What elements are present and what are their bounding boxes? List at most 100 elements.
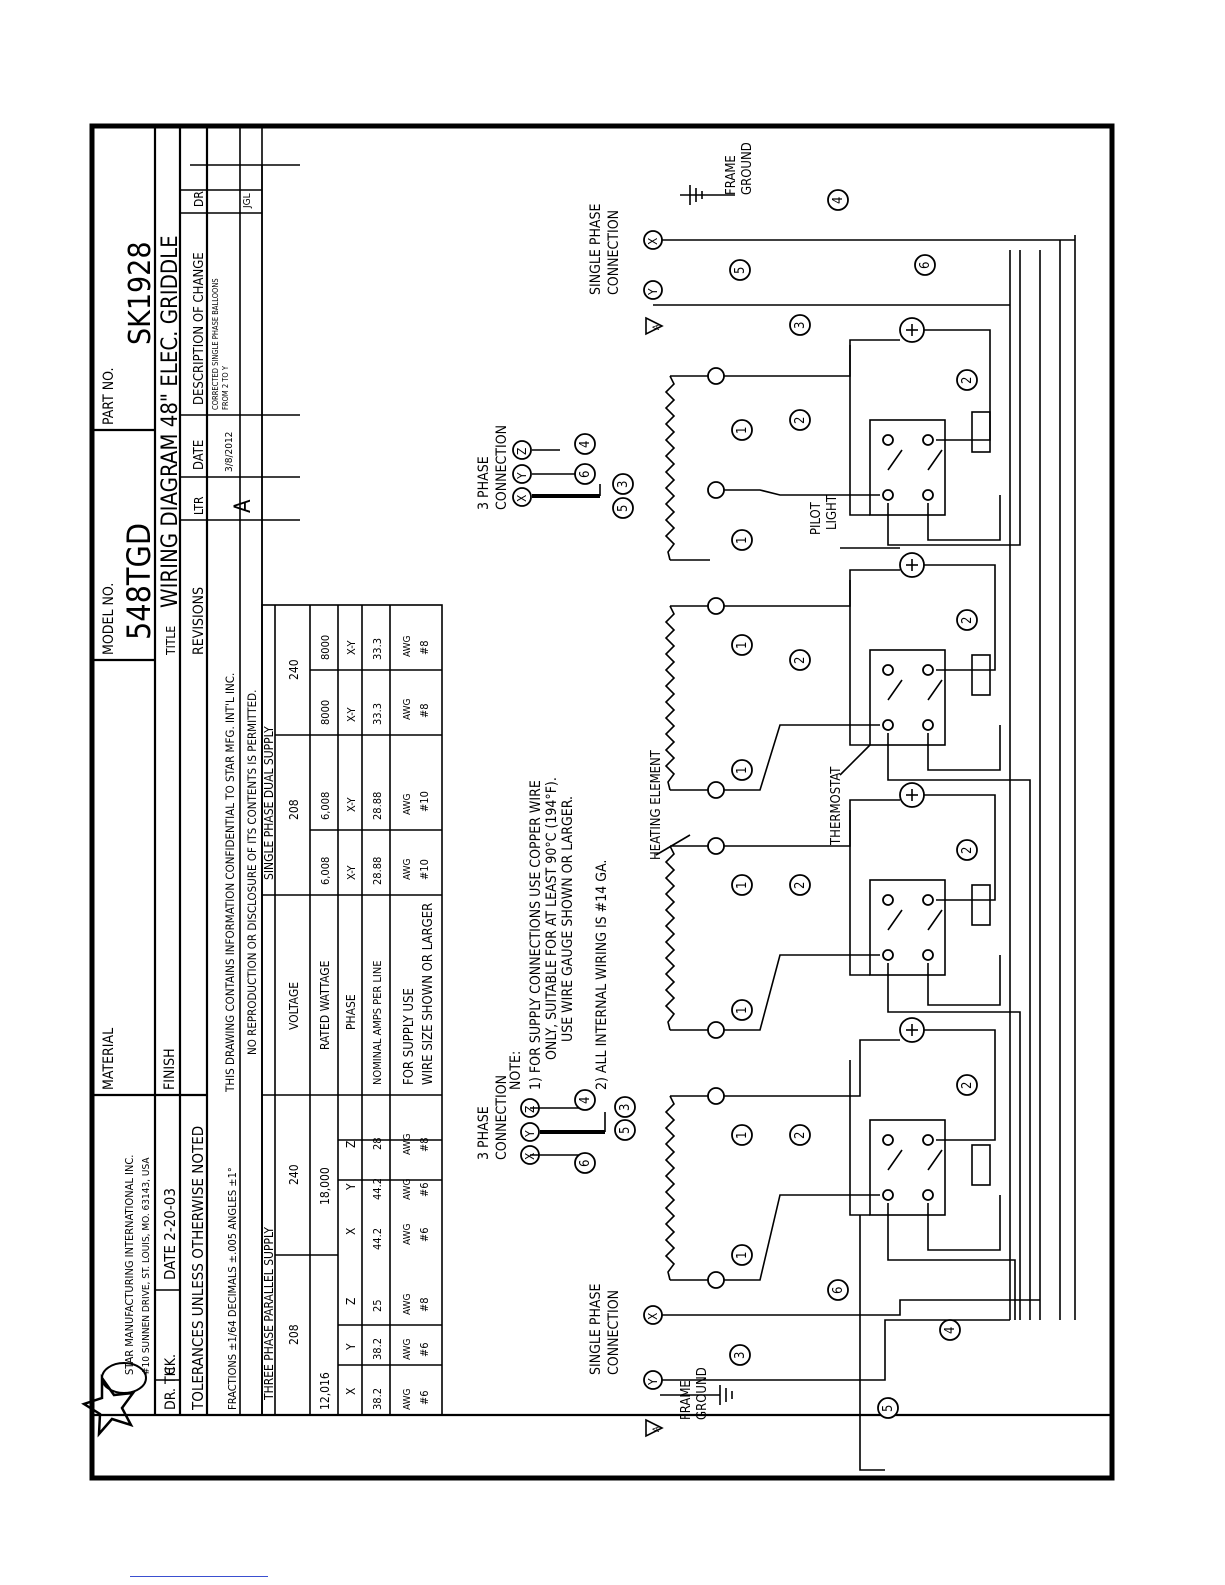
sp-awg-cell: AWG xyxy=(402,793,413,815)
pilot-light-label-1: PILOT xyxy=(809,501,824,535)
revision-marker-letter: A xyxy=(652,324,662,330)
drawing-border xyxy=(89,123,1115,1481)
rev-header-date: DATE xyxy=(192,440,207,470)
thermostat xyxy=(869,1119,946,1216)
sp-gauge-row: #10 #10 #8 #8 xyxy=(418,640,431,880)
drawn-by: DR. TH xyxy=(163,1367,179,1410)
tp-voltage-240: 240 xyxy=(287,1164,301,1185)
revision-marker-letter: A xyxy=(652,1426,662,1432)
svg-text:2: 2 xyxy=(960,377,975,384)
rev-header-ltr: LTR xyxy=(192,496,206,515)
tp-amps-cell: 38.2 xyxy=(371,1338,384,1360)
svg-text:5: 5 xyxy=(881,1405,896,1412)
rev-description-line1: CORRECTED SINGLE PHASE BALLOONS xyxy=(211,278,220,410)
tp-amps-cell: 28 xyxy=(371,1137,384,1150)
single-phase-header: SINGLE PHASE DUAL SUPPLY xyxy=(262,726,276,880)
sp-awg-cell: AWG xyxy=(402,635,413,657)
heating-element xyxy=(664,597,725,799)
svg-text:6: 6 xyxy=(578,471,593,478)
company-address: #10 SUNNEN DRIVE, ST. LOUIS, MO. 63143, … xyxy=(141,1157,152,1375)
svg-text:5: 5 xyxy=(616,505,631,512)
svg-text:6: 6 xyxy=(831,1287,846,1294)
three-phase-connection-right: 3 PHASE CONNECTION X Y Z xyxy=(476,425,601,510)
terminal-y: Y xyxy=(646,288,660,296)
terminal-x: X xyxy=(515,494,529,502)
terminal-z: Z xyxy=(523,1106,537,1113)
finish-label: FINISH xyxy=(162,1048,178,1090)
wire-number-balloon: 3 xyxy=(614,1096,636,1118)
drawing-title: WIRING DIAGRAM 48" ELEC. GRIDDLE xyxy=(158,235,183,608)
heating-element xyxy=(664,367,725,561)
tp-awg-cell: AWG xyxy=(402,1388,413,1410)
row-label-amps: NOMINAL AMPS PER LINE xyxy=(371,961,384,1086)
tp-gauge-row: #6 #6 #8 #6 #6 #8 xyxy=(418,1137,431,1405)
note-1-line-1: 1) FOR SUPPLY CONNECTIONS USE COPPER WIR… xyxy=(528,780,544,1090)
wire-number-balloon: 2 xyxy=(789,409,811,431)
note-1-line-2: ONLY, SUITABLE FOR AT LEAST 90°C (194°F)… xyxy=(544,777,560,1060)
frame-ground-label-2: GROUND xyxy=(695,1367,710,1420)
revision-triangle-marker xyxy=(645,316,664,336)
tolerances-note: TOLERANCES UNLESS OTHERWISE NOTED xyxy=(189,1126,207,1411)
svg-text:5: 5 xyxy=(618,1127,633,1134)
pilot-light xyxy=(899,552,925,578)
tp-gauge-cell: #6 xyxy=(418,1227,431,1242)
drawing-date: DATE 2-20-03 xyxy=(161,1188,179,1280)
sp-phase-cell: X-Y xyxy=(345,707,358,722)
terminal-x: X xyxy=(523,1152,537,1160)
three-phase-header: THREE PHASE PARALLEL SUPPLY xyxy=(262,1227,276,1401)
sp-voltage-240: 240 xyxy=(287,659,301,680)
svg-text:4: 4 xyxy=(943,1327,958,1334)
wire-number-balloon: 6 xyxy=(574,1152,596,1174)
sp-phase-cell: X-Y xyxy=(345,797,358,812)
connection-label: CONNECTION xyxy=(606,1290,622,1375)
row-label-wattage: RATED WATTAGE xyxy=(318,960,332,1050)
wire-number-balloon: 1 xyxy=(731,1244,753,1266)
single-phase-label: SINGLE PHASE xyxy=(588,1283,604,1375)
svg-text:2: 2 xyxy=(793,1132,808,1139)
tp-gauge-cell: #6 xyxy=(418,1342,431,1357)
wire-balloons: 6 4 5 3 4 6 5 3 1 1 1 1 1 1 1 1 2 2 2 2 … xyxy=(574,189,978,1419)
frame-ground-label-1: FRAME xyxy=(724,155,739,195)
wire-number-balloon: 1 xyxy=(731,419,753,441)
rev-drafter: JGL xyxy=(242,193,253,209)
rev-header-description: DESCRIPTION OF CHANGE xyxy=(192,252,207,405)
wire-number-balloon: 1 xyxy=(731,1124,753,1146)
sp-amps-row: 28.88 28.88 33.3 33.3 xyxy=(371,638,384,885)
terminal-z: Z xyxy=(515,448,529,455)
three-phase-label: 3 PHASE xyxy=(476,456,492,510)
single-phase-connection-left: Y X A SINGLE PHASE CONNECTION FRAME GROU… xyxy=(588,1283,1040,1438)
svg-text:3: 3 xyxy=(793,322,808,329)
svg-text:2: 2 xyxy=(960,1082,975,1089)
svg-text:3: 3 xyxy=(616,481,631,488)
wire-number-balloon: 1 xyxy=(731,874,753,896)
wire-number-balloon: 4 xyxy=(574,1089,596,1111)
sp-wattage-cell: 6,008 xyxy=(319,792,332,820)
wire-number-balloon: 2 xyxy=(956,369,978,391)
wire-number-balloon: 2 xyxy=(789,1124,811,1146)
star-logo xyxy=(81,1362,147,1438)
wire-number-balloon: 5 xyxy=(612,497,634,519)
svg-text:6: 6 xyxy=(918,262,933,269)
svg-text:4: 4 xyxy=(831,197,846,204)
thermostat xyxy=(869,419,946,516)
svg-text:2: 2 xyxy=(793,882,808,889)
tp-amps-cell: 25 xyxy=(371,1299,384,1312)
sp-awg-cell: AWG xyxy=(402,698,413,720)
sp-wattage-cell: 8000 xyxy=(319,700,332,725)
wire-number-balloon: 1 xyxy=(731,634,753,656)
heating-element-label: HEATING ELEMENT xyxy=(649,749,664,860)
tp-phase-cell: Z xyxy=(344,1141,358,1148)
thermostat xyxy=(869,649,946,746)
wire-number-balloon: 2 xyxy=(956,839,978,861)
pilot-light xyxy=(899,317,925,343)
tp-amps-row: 38.2 38.2 25 44.2 44.2 28 xyxy=(371,1137,384,1410)
row-label-supply: FOR SUPPLY USE xyxy=(402,988,417,1085)
heating-element-leader xyxy=(655,834,691,856)
three-phase-label: 3 PHASE xyxy=(476,1106,492,1160)
svg-text:1: 1 xyxy=(735,427,750,434)
svg-text:1: 1 xyxy=(735,642,750,649)
tp-awg-cell: AWG xyxy=(402,1223,413,1245)
sp-wattage-cell: 6,008 xyxy=(319,857,332,885)
footer-rule xyxy=(130,1576,268,1577)
